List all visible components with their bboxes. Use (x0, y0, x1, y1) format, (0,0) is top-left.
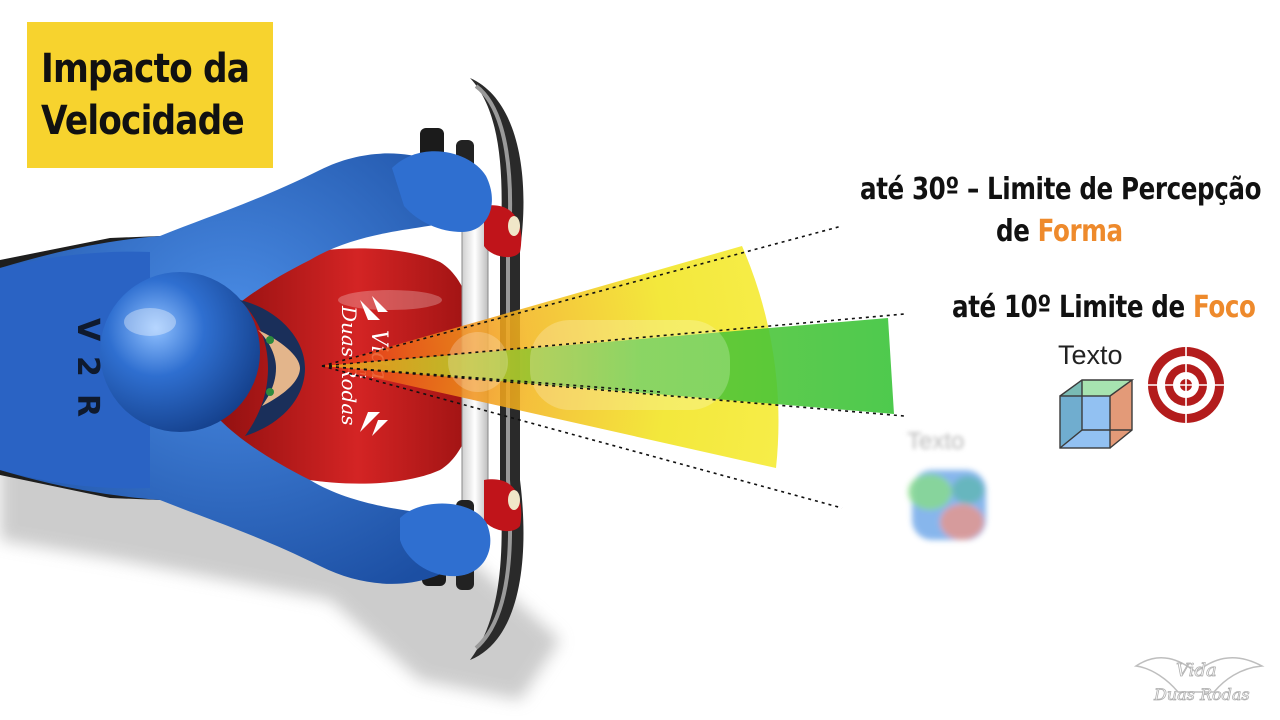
back-letters: V 2 R (70, 318, 105, 417)
watermark-logo: Vida Duas Rodas (1133, 657, 1265, 704)
turn-signal-left (484, 205, 522, 258)
focus-limit-label: até 10º Limite de Foco (952, 290, 1256, 325)
target-icon (1143, 342, 1229, 428)
cube-icon (1059, 379, 1135, 449)
back-letter: V (70, 318, 105, 342)
focus-field (322, 318, 894, 414)
focus-limit-text: até 10º Limite de (952, 290, 1193, 325)
shape-limit-line-bottom (321, 365, 843, 509)
back-letter: R (70, 394, 105, 417)
turn-signal-right (484, 479, 522, 532)
shape-limit-label: até 30º – Limite de Percepção (860, 172, 1262, 207)
shape-limit-label-line2: de Forma (996, 214, 1123, 249)
title-line-2: Velocidade (41, 98, 245, 144)
title-line-1: Impacto da (41, 46, 250, 92)
rider-helmet (100, 272, 305, 436)
back-letter: 2 (70, 356, 105, 377)
shape-limit-word: Forma (1037, 214, 1123, 249)
vision-limit-lines (321, 225, 905, 509)
blurred-cube-icon (908, 470, 986, 540)
watermark-line: Duas Rodas (1153, 685, 1250, 704)
sharp-text-label: Texto (1058, 340, 1123, 370)
shape-limit-de: de (996, 214, 1038, 249)
center-line (321, 365, 661, 393)
title-card: Impacto da Velocidade (27, 22, 273, 168)
motorcycle-shadow (0, 440, 560, 700)
shape-limit-text: até 30º – Limite de Percepção (860, 172, 1262, 207)
focus-limit-word: Foco (1192, 290, 1256, 325)
watermark-line: Vida (1176, 660, 1217, 681)
blurred-text-label: Texto (907, 428, 965, 455)
shape-limit-line-top (321, 225, 843, 367)
